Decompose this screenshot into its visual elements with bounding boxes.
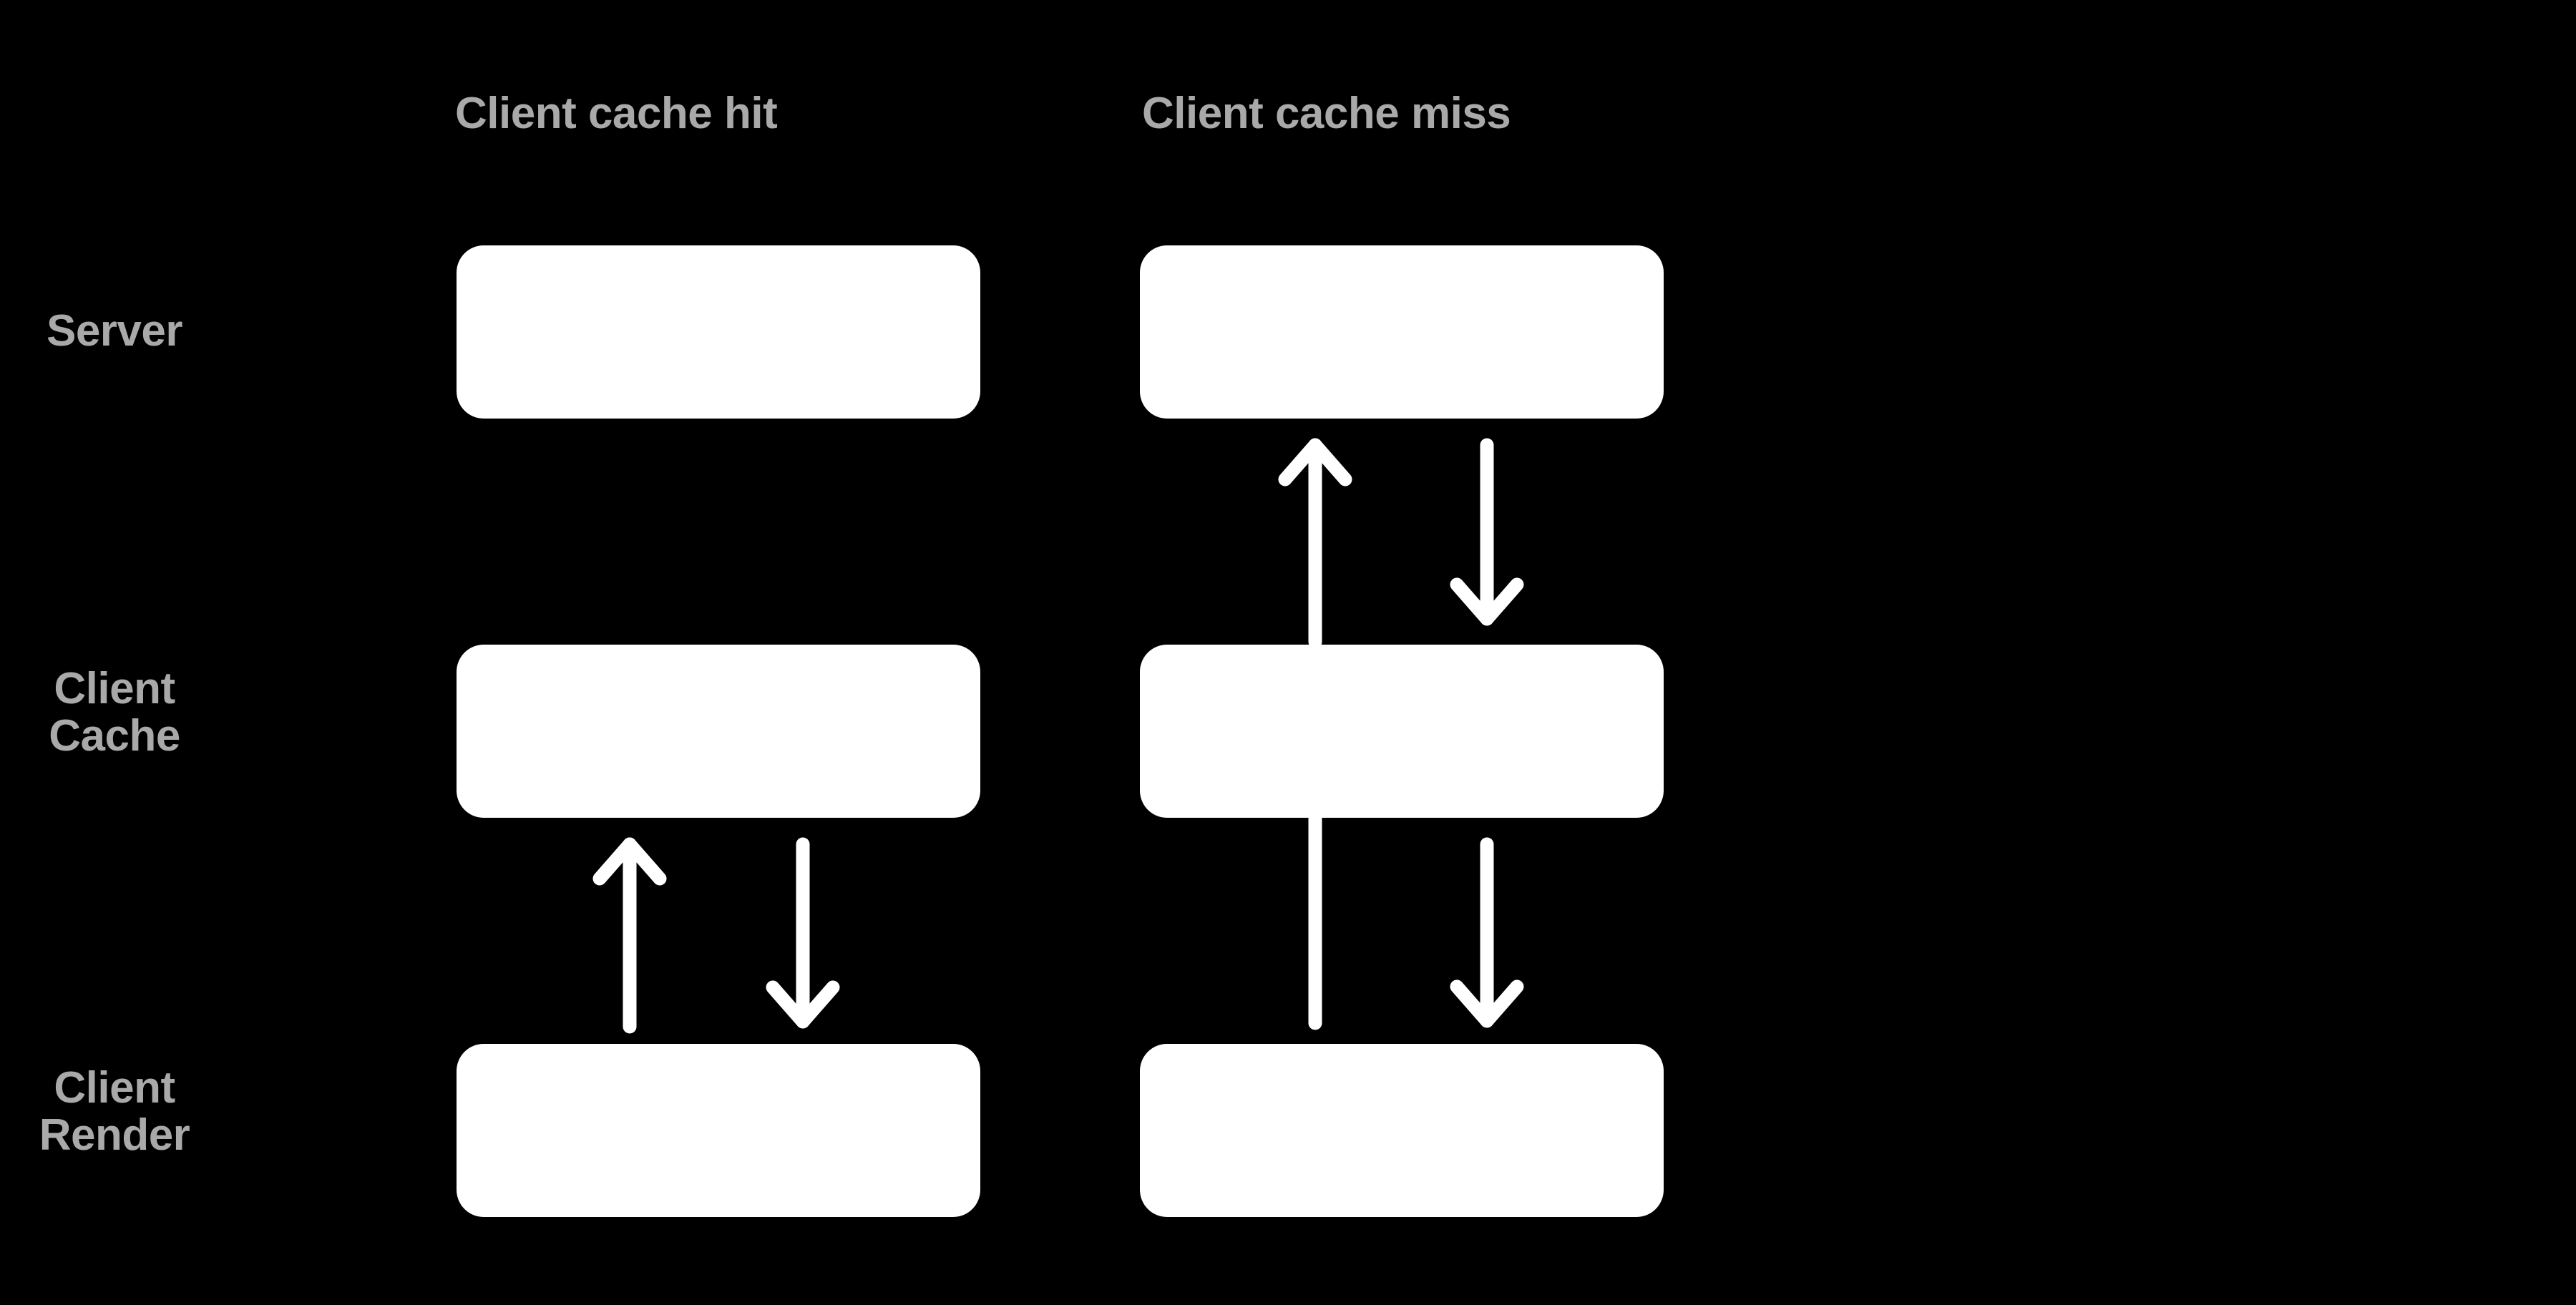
row-label-client-cache-line1: Client bbox=[54, 664, 175, 713]
node-box-hit-server[interactable] bbox=[457, 245, 980, 419]
column-header-client-cache-miss: Client cache miss bbox=[1142, 89, 1511, 138]
arrow-hit-cache-to-render bbox=[766, 837, 840, 1029]
row-label-server: Server bbox=[0, 308, 315, 355]
row-label-client-render-line1: Client bbox=[54, 1063, 175, 1113]
arrow-head-down-miss-upper bbox=[1450, 577, 1524, 626]
arrow-head-up-miss bbox=[1278, 438, 1352, 487]
node-box-miss-client-cache[interactable] bbox=[1140, 645, 1664, 818]
row-label-client-render: Client Render bbox=[0, 1065, 315, 1158]
row-label-client-cache: Client Cache bbox=[0, 665, 315, 759]
arrow-miss-server-to-cache bbox=[1450, 438, 1524, 626]
node-box-hit-client-render[interactable] bbox=[457, 1044, 980, 1217]
node-box-miss-client-render[interactable] bbox=[1140, 1044, 1664, 1217]
arrow-miss-cache-to-render bbox=[1450, 837, 1524, 1028]
row-label-client-render-line2: Render bbox=[39, 1110, 190, 1160]
node-box-hit-client-cache[interactable] bbox=[457, 645, 980, 818]
row-label-server-line1: Server bbox=[46, 306, 183, 356]
node-box-miss-server[interactable] bbox=[1140, 245, 1664, 419]
row-label-client-cache-line2: Cache bbox=[49, 710, 180, 761]
arrow-hit-render-to-cache bbox=[592, 837, 667, 1034]
arrow-head-up-hit bbox=[592, 837, 667, 886]
arrow-head-down-miss-lower bbox=[1450, 979, 1524, 1028]
arrow-head-down-hit bbox=[766, 980, 840, 1029]
column-header-client-cache-hit: Client cache hit bbox=[455, 89, 778, 138]
